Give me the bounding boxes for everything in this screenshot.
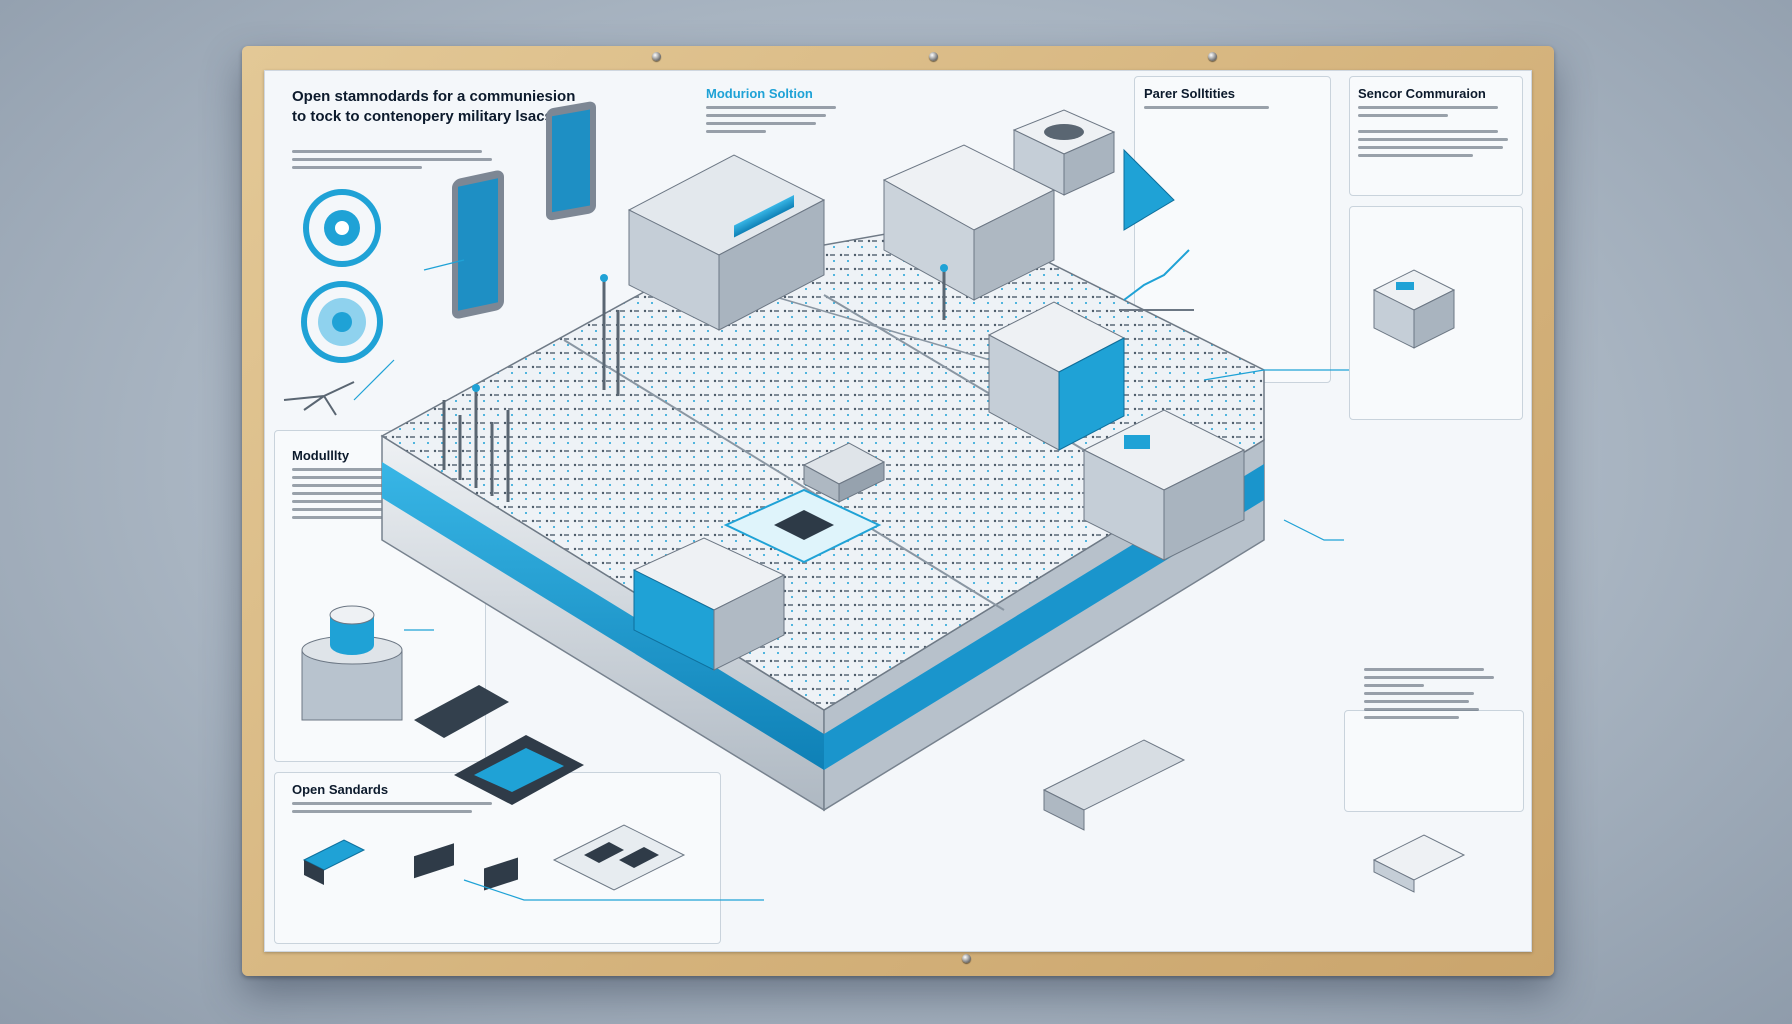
section-title-modular: Modurion Soltion xyxy=(706,86,813,101)
system-illustration xyxy=(283,101,1466,901)
radial-gauge-icon xyxy=(303,189,381,267)
headline-line-1: Open stamnodards for a communiesion xyxy=(292,88,576,105)
sensor-unit-icon xyxy=(1372,269,1456,349)
section-title-sensor: Sencor Commuraion xyxy=(1358,86,1486,101)
panel-notes-right xyxy=(1344,710,1524,812)
triangle-graph-icon xyxy=(1123,148,1175,231)
tablet-device xyxy=(452,101,596,319)
platform-blue-stripe-left xyxy=(382,462,824,770)
right-notes-text xyxy=(1364,668,1494,719)
radar-icon xyxy=(301,281,383,363)
circuit-board-icon xyxy=(552,824,686,891)
section-title-open-standards: Open Sandards xyxy=(292,782,389,797)
open-standards-text xyxy=(292,802,492,813)
modular-text xyxy=(706,106,836,133)
modularity-text xyxy=(292,468,432,519)
module-chip-icon xyxy=(414,843,454,879)
cable-connectors xyxy=(1042,739,1186,831)
antenna-cluster xyxy=(442,270,946,502)
callout-lines xyxy=(353,259,1349,901)
line-graph-icon xyxy=(1119,249,1194,311)
microchip-icon xyxy=(414,685,509,738)
headline-line-2: to tock to contenopery military lsacs. xyxy=(292,108,558,125)
device-box-icon xyxy=(1372,834,1466,893)
connector-icon xyxy=(302,839,366,885)
power-text xyxy=(1144,106,1274,109)
sensor-module xyxy=(1082,409,1246,561)
antenna-tips xyxy=(472,264,948,392)
cpu-icon xyxy=(454,735,584,805)
drone-icon xyxy=(283,381,355,416)
screw xyxy=(652,52,661,61)
power-box-icon xyxy=(1012,109,1116,196)
central-chip xyxy=(723,488,882,564)
heatsink-module xyxy=(802,442,886,503)
front-module xyxy=(632,537,786,671)
panel-sensor xyxy=(1349,76,1523,196)
poster: Open stamnodards for a communiesion to t… xyxy=(264,70,1532,952)
stacked-module-icon xyxy=(301,605,403,721)
server-module-a xyxy=(627,154,826,331)
screw xyxy=(929,52,938,61)
section-title-power: Parer Solltities xyxy=(1144,86,1236,101)
sensor-text xyxy=(1358,106,1508,157)
screw xyxy=(962,954,971,963)
intro-text xyxy=(292,150,492,169)
section-title-modularity: Modulllty xyxy=(292,448,350,463)
power-module xyxy=(987,301,1126,451)
screw xyxy=(1208,52,1217,61)
small-chip-icon xyxy=(484,857,518,891)
